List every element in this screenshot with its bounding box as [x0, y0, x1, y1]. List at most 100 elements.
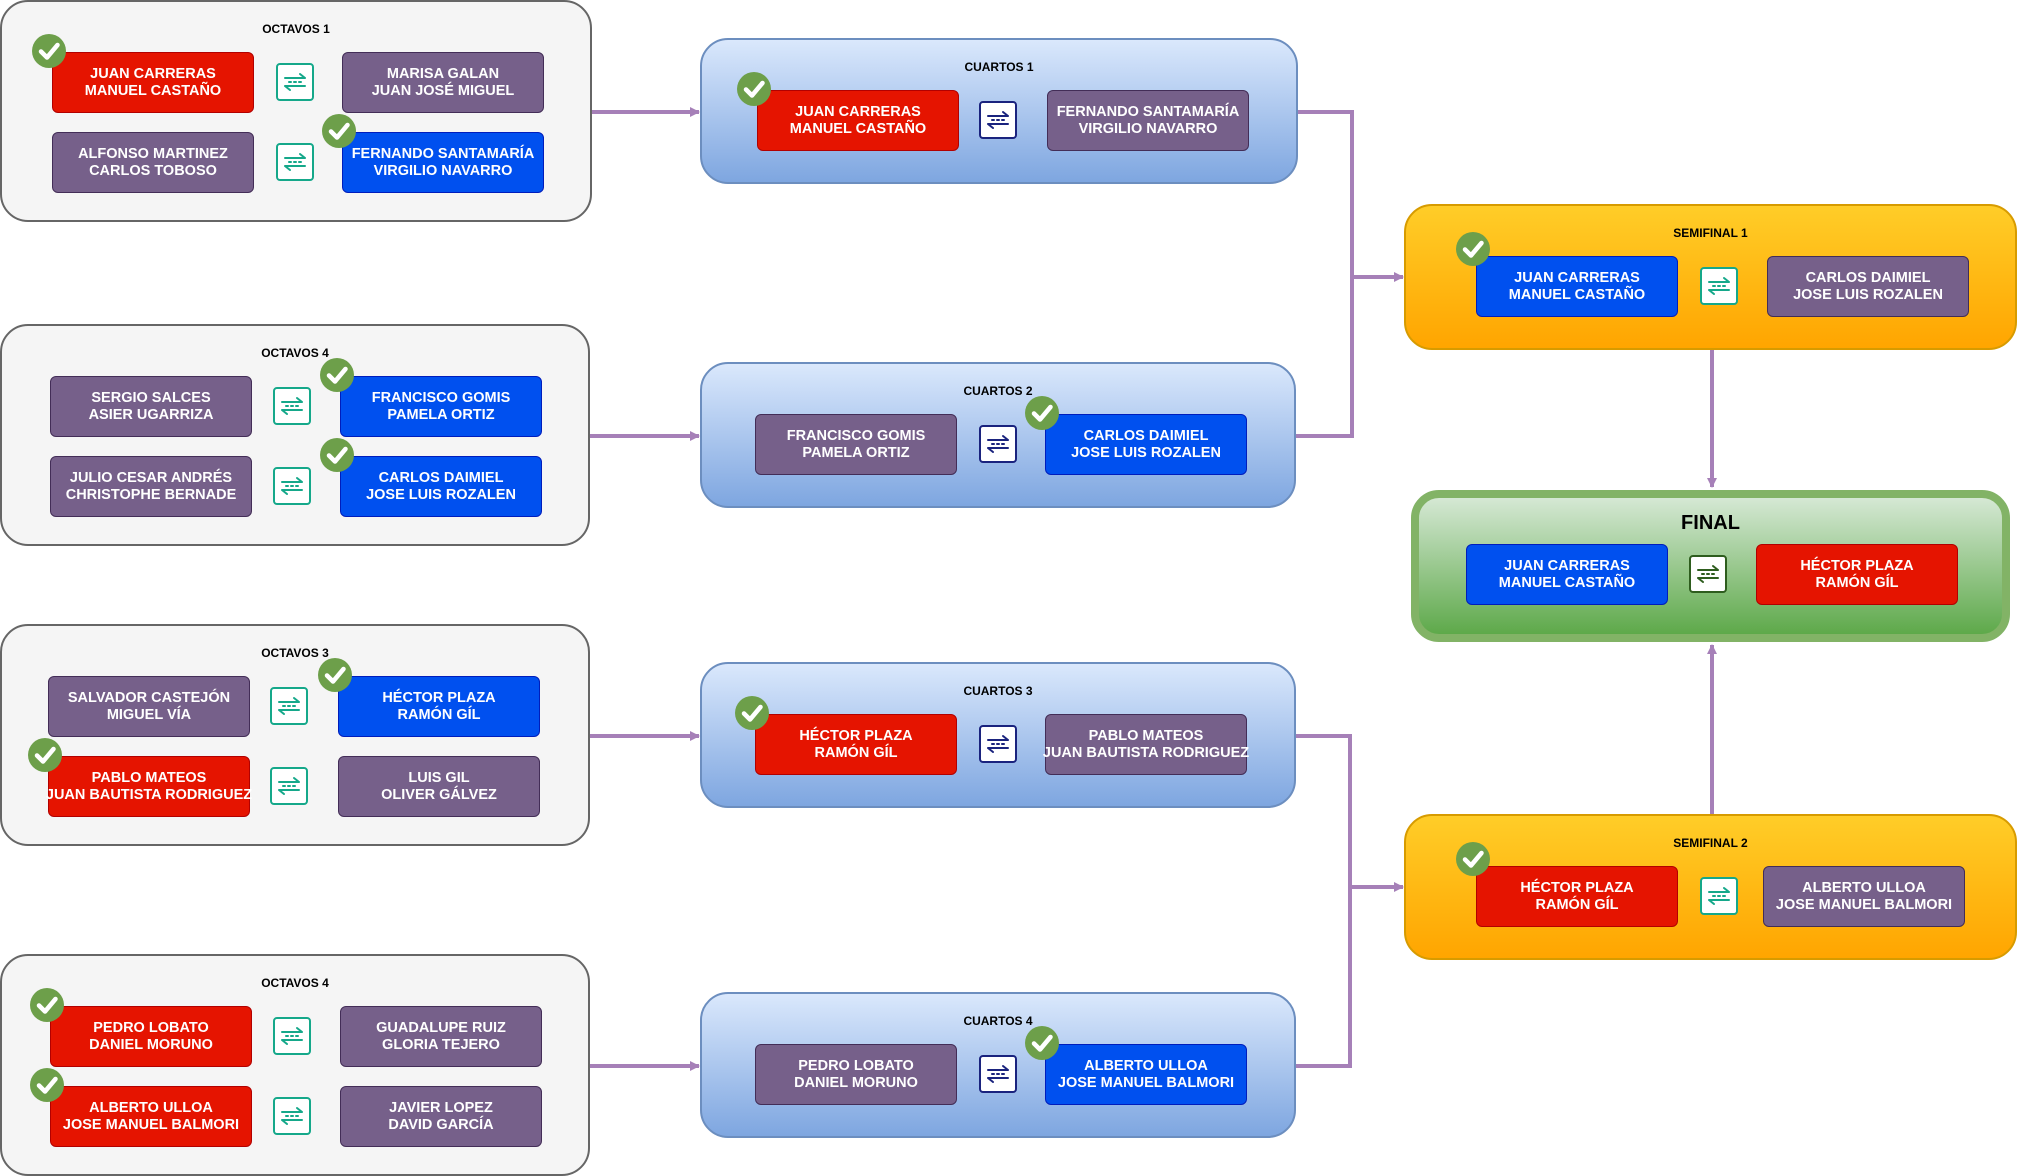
team-player-1: ALBERTO ULLOA: [1802, 879, 1926, 896]
swap-arrows-icon: [273, 467, 311, 505]
check-circle-icon: [735, 696, 769, 730]
team-player-1: FERNANDO SANTAMARÍA: [1056, 103, 1240, 120]
team-player-1: JULIO CESAR ANDRÉS: [69, 469, 233, 486]
team-player-1: JUAN CARRERAS: [1504, 557, 1630, 574]
team-player-2: JUAN BAUTISTA RODRIGUEZ: [1042, 744, 1250, 761]
group-title: CUARTOS 1: [964, 60, 1034, 74]
team-player-1: CARLOS DAIMIEL: [1805, 269, 1931, 286]
connector-c3-s2: [1294, 734, 1352, 887]
team-player-1: ALBERTO ULLOA: [1084, 1057, 1208, 1074]
team-player-1: FERNANDO SANTAMARÍA: [351, 145, 535, 162]
team-player-1: CARLOS DAIMIEL: [1083, 427, 1209, 444]
team-player-2: JUAN BAUTISTA RODRIGUEZ: [45, 786, 253, 803]
team-player-1: PEDRO LOBATO: [93, 1019, 209, 1036]
team-player-1: HÉCTOR PLAZA: [1520, 879, 1634, 896]
team-player-1: LUIS GIL: [408, 769, 470, 786]
team-player-1: HÉCTOR PLAZA: [1800, 557, 1914, 574]
team-player-2: PAMELA ORTIZ: [802, 444, 910, 461]
group-title: SEMIFINAL 1: [1673, 226, 1748, 240]
team-player-2: CARLOS TOBOSO: [89, 162, 217, 179]
team-player-2: RAMÓN GÍL: [1815, 574, 1899, 591]
team-player-1: HÉCTOR PLAZA: [382, 689, 496, 706]
team-player-1: PABLO MATEOS: [91, 769, 207, 786]
team-player-1: FRANCISCO GOMIS: [786, 427, 926, 444]
check-circle-icon: [1025, 396, 1059, 430]
check-circle-icon: [320, 438, 354, 472]
team-player-2: ASIER UGARRIZA: [88, 406, 214, 423]
team-player-1: ALBERTO ULLOA: [89, 1099, 213, 1116]
team-player-1: PEDRO LOBATO: [798, 1057, 914, 1074]
team-player-2: GLORIA TEJERO: [382, 1036, 500, 1053]
team-player-1: JUAN CARRERAS: [795, 103, 921, 120]
swap-arrows-icon: [273, 1017, 311, 1055]
check-circle-icon: [737, 72, 771, 106]
check-circle-icon: [320, 358, 354, 392]
swap-arrows-icon: [270, 767, 308, 805]
team-player-2: DAVID GARCÍA: [388, 1116, 494, 1133]
swap-arrows-icon: [276, 143, 314, 181]
team-player-1: PABLO MATEOS: [1088, 727, 1204, 744]
team-player-2: JUAN JOSÉ MIGUEL: [371, 82, 515, 99]
swap-arrows-icon: [979, 101, 1017, 139]
team-player-1: MARISA GALAN: [386, 65, 500, 82]
team-player-1: FRANCISCO GOMIS: [371, 389, 511, 406]
team-player-2: DANIEL MORUNO: [89, 1036, 213, 1053]
check-circle-icon: [1456, 842, 1490, 876]
check-circle-icon: [28, 738, 62, 772]
team-player-1: CARLOS DAIMIEL: [378, 469, 504, 486]
team-player-2: JOSE MANUEL BALMORI: [1057, 1074, 1235, 1091]
connector-c2-s1: [1294, 277, 1354, 438]
team-player-2: MANUEL CASTAÑO: [1508, 286, 1646, 303]
swap-arrows-icon: [979, 725, 1017, 763]
team-player-2: CHRISTOPHE BERNADE: [65, 486, 237, 503]
team-player-2: JOSE LUIS ROZALEN: [1793, 286, 1943, 303]
check-circle-icon: [30, 988, 64, 1022]
group-title: SEMIFINAL 2: [1673, 836, 1748, 850]
swap-arrows-icon: [1700, 267, 1738, 305]
team-player-2: PAMELA ORTIZ: [387, 406, 495, 423]
team-player-1: JAVIER LOPEZ: [389, 1099, 493, 1116]
swap-arrows-icon: [270, 687, 308, 725]
swap-arrows-icon: [273, 1097, 311, 1135]
team-player-1: JUAN CARRERAS: [1514, 269, 1640, 286]
group-title: OCTAVOS 4: [261, 976, 329, 990]
group-title: CUARTOS 2: [963, 384, 1033, 398]
